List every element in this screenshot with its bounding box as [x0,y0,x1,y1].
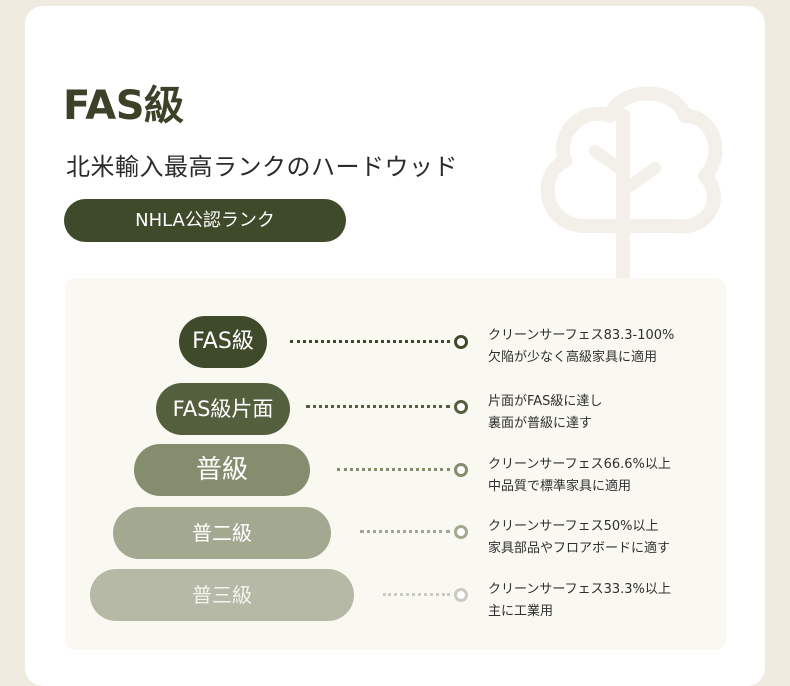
rank-description-line: クリーンサーフェス66.6%以上 [488,457,671,472]
rank-connector-marker [454,463,468,477]
rank-connector-dots [337,468,450,471]
rank-pill-common-3: 普三級 [90,569,354,621]
rank-description-line: 欠陥が少なく高級家具に適用 [488,350,658,365]
rank-connector-marker [454,588,468,602]
rank-description-line: 主に工業用 [488,604,554,619]
rank-description-line: クリーンサーフェス33.3%以上 [488,582,671,597]
rank-description: クリーンサーフェス33.3%以上 主に工業用 [488,579,671,623]
rank-pill-fas-one-face: FAS級片面 [156,383,290,435]
rank-description-line: クリーンサーフェス83.3-100% [488,328,675,343]
rank-connector-dots [290,340,450,343]
rank-pill-common: 普級 [134,444,310,496]
page-title: FAS級 [63,83,184,129]
rank-pill-fas: FAS級 [179,316,267,368]
rank-description-line: 裏面が普級に達す [488,416,593,431]
content-card: FAS級 北米輸入最高ランクのハードウッド NHLA公認ランク FAS級 クリー… [25,6,765,686]
rank-description-line: 家具部品やフロアボードに適す [488,541,671,556]
rank-description: クリーンサーフェス66.6%以上 中品質で標準家具に適用 [488,454,671,498]
page-subtitle: 北米輸入最高ランクのハードウッド [66,153,458,181]
rank-connector-marker [454,400,468,414]
certification-badge: NHLA公認ランク [64,199,346,242]
rank-connector-dots [306,405,450,408]
rank-description: 片面がFAS級に達し 裏面が普級に達す [488,391,602,435]
tree-icon [525,76,725,293]
rank-pill-common-2: 普二級 [113,507,331,559]
rank-description: クリーンサーフェス83.3-100% 欠陥が少なく高級家具に適用 [488,325,674,369]
rank-connector-dots [360,530,450,533]
rank-panel: FAS級 クリーンサーフェス83.3-100% 欠陥が少なく高級家具に適用 FA… [65,278,726,650]
rank-description-line: 片面がFAS級に達し [488,394,603,409]
rank-description-line: クリーンサーフェス50%以上 [488,519,659,534]
rank-description-line: 中品質で標準家具に適用 [488,479,632,494]
rank-connector-dots [383,593,450,596]
rank-connector-marker [454,525,468,539]
rank-connector-marker [454,335,468,349]
rank-description: クリーンサーフェス50%以上 家具部品やフロアボードに適す [488,516,670,560]
